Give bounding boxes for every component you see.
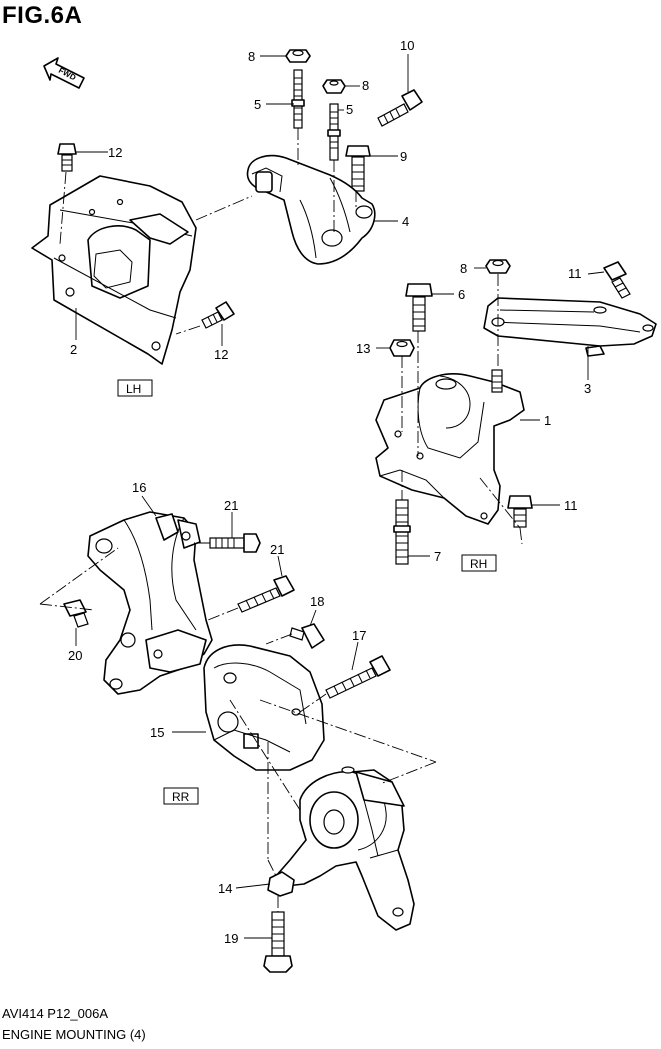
callout-16-bracket: 16 bbox=[132, 480, 146, 495]
callout-11-bolt: 11 bbox=[564, 498, 578, 513]
bolt-icon bbox=[507, 495, 533, 528]
callout-17-bolt: 17 bbox=[352, 628, 366, 643]
callout-8-nut: 8 bbox=[248, 49, 255, 64]
stud-bolt-icon bbox=[327, 103, 341, 161]
engine-mount-bracket-4 bbox=[246, 154, 376, 265]
nut-icon bbox=[389, 339, 415, 357]
callout-5-stud: 5 bbox=[346, 102, 353, 117]
bolt-icon bbox=[405, 283, 433, 332]
group-label-lh: LH bbox=[117, 379, 153, 397]
nut-icon bbox=[285, 49, 311, 63]
engine-mount-bracket-3 bbox=[483, 297, 657, 357]
figure-title: FIG.6A bbox=[2, 2, 83, 29]
bolt-icon bbox=[57, 143, 77, 172]
callout-19-bolt: 19 bbox=[224, 931, 238, 946]
callout-8-nut: 8 bbox=[362, 78, 369, 93]
bolt-icon bbox=[377, 89, 423, 127]
callout-10-bolt: 10 bbox=[400, 38, 414, 53]
callout-13-nut: 13 bbox=[356, 341, 370, 356]
svg-text:RH: RH bbox=[470, 557, 487, 571]
figure-caption: ENGINE MOUNTING (4) bbox=[2, 1027, 146, 1042]
callout-21-bolt: 21 bbox=[270, 542, 284, 557]
engine-mount-bracket-15 bbox=[203, 644, 325, 771]
callout-6-bolt: 6 bbox=[458, 287, 465, 302]
callout-7-stud: 7 bbox=[434, 549, 441, 564]
bolt-icon bbox=[289, 623, 325, 649]
callout-12-bolt: 12 bbox=[214, 347, 228, 362]
callout-21-bolt: 21 bbox=[224, 498, 238, 513]
callout-18-bolt: 18 bbox=[310, 594, 324, 609]
bolt-icon bbox=[209, 533, 261, 553]
figure-code: AVI414 P12_006A bbox=[2, 1006, 109, 1021]
group-label-rr: RR bbox=[163, 787, 199, 805]
engine-mount-bracket-2 bbox=[31, 175, 197, 365]
callout-2-bracket: 2 bbox=[70, 342, 77, 357]
callout-1-mount: 1 bbox=[544, 413, 551, 428]
bolt-icon bbox=[345, 145, 371, 192]
stud-bolt-icon bbox=[393, 499, 411, 565]
callout-9-bolt: 9 bbox=[400, 149, 407, 164]
bolt-icon bbox=[63, 599, 89, 628]
svg-text:RR: RR bbox=[172, 790, 190, 804]
callout-14-part: 14 bbox=[218, 881, 232, 896]
fwd-arrow-icon: FWD bbox=[43, 57, 85, 89]
stud-bolt-icon bbox=[291, 69, 305, 129]
group-label-rh: RH bbox=[461, 554, 497, 572]
callout-15-bracket: 15 bbox=[150, 725, 164, 740]
callout-11-bolt: 11 bbox=[568, 266, 582, 281]
bolt-icon bbox=[263, 911, 293, 973]
engine-mount-bracket-16 bbox=[87, 511, 213, 695]
nut-icon bbox=[322, 79, 346, 94]
callout-12-bolt: 12 bbox=[108, 145, 122, 160]
bolt-icon bbox=[237, 575, 295, 613]
svg-text:LH: LH bbox=[126, 382, 141, 396]
nut-icon bbox=[485, 259, 511, 274]
callout-8-nut: 8 bbox=[460, 261, 467, 276]
callout-5-stud: 5 bbox=[254, 97, 261, 112]
callout-3-bracket: 3 bbox=[584, 381, 591, 396]
engine-mount-rear bbox=[267, 766, 415, 931]
callout-4-bracket: 4 bbox=[402, 214, 409, 229]
bolt-icon bbox=[201, 301, 235, 329]
bolt-icon bbox=[603, 261, 631, 299]
bolt-icon bbox=[325, 655, 391, 699]
callout-20-bolt: 20 bbox=[68, 648, 82, 663]
